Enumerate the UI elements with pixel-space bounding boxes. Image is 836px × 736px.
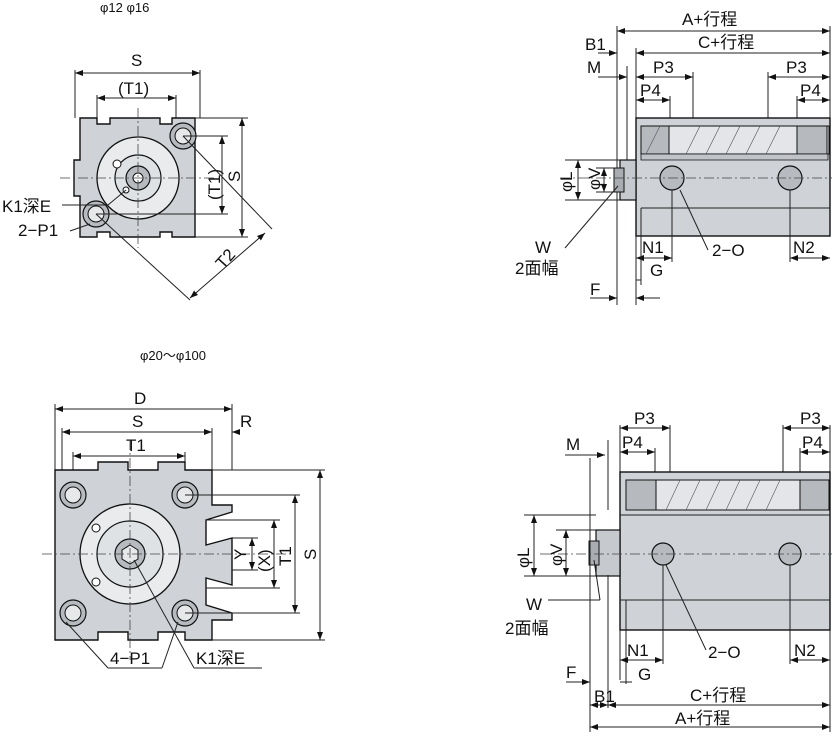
dim-V: φV [585, 167, 604, 190]
dim-F: F [566, 663, 576, 682]
label-W: W [535, 238, 551, 257]
label-K1: K1深E [2, 197, 51, 216]
dim-A: A+行程 [675, 709, 730, 728]
dim-N2: N2 [794, 641, 816, 660]
dim-T1-side: (T1) [205, 169, 224, 200]
dim-A: A+行程 [682, 10, 737, 29]
label-W-flats: 2面幅 [515, 259, 558, 278]
dim-N2: N2 [793, 238, 815, 257]
dim-F: F [590, 280, 600, 299]
dim-P4-left: P4 [622, 433, 643, 452]
dim-G: G [650, 261, 663, 280]
dim-T1-side: T1 [276, 546, 295, 566]
large-bore-title: φ20～φ100 [140, 348, 206, 363]
dim-Y: Y [231, 549, 250, 560]
dim-T2: T2 [212, 245, 239, 272]
dim-N1: N1 [642, 238, 664, 257]
small-bore-title: φ12 φ16 [100, 0, 149, 15]
dim-P3-right: P3 [786, 58, 807, 77]
dim-S-side: S [225, 171, 244, 182]
dim-R: R [240, 412, 252, 431]
label-ports: 2−O [708, 643, 741, 662]
dim-C: C+行程 [698, 33, 754, 52]
large-bore-side-view: M P3 P3 P4 P4 [505, 409, 832, 732]
dim-G: G [638, 665, 651, 684]
dim-B1: B1 [585, 35, 606, 54]
dim-M: M [566, 435, 580, 454]
dim-V: φV [547, 543, 566, 566]
dim-P4-left: P4 [640, 81, 661, 100]
dim-C: C+行程 [690, 686, 746, 705]
dim-N1: N1 [627, 641, 649, 660]
dim-S-top: S [132, 412, 143, 431]
label-ports: 2−O [712, 241, 745, 260]
dim-M: M [587, 58, 601, 77]
dim-S-top: S [131, 51, 142, 70]
small-bore-front-view: φ12 φ16 S (T1) (T1) S [2, 0, 273, 301]
dim-L: φL [557, 172, 576, 192]
small-bore-side-view: A+行程 C+行程 B1 M P3 P3 P4 P4 [515, 10, 832, 305]
label-K1: K1深E [196, 649, 245, 668]
dim-T1-top: T1 [126, 436, 146, 455]
label-P1: 4−P1 [110, 649, 150, 668]
dim-T1-top: (T1) [118, 79, 149, 98]
label-W-flats: 2面幅 [505, 619, 548, 638]
large-bore-front-view: φ20～φ100 D S R T1 [42, 348, 325, 669]
dim-L: φL [514, 548, 533, 568]
dim-D: D [134, 389, 146, 408]
dim-X: (X) [255, 549, 274, 572]
dim-P3-left: P3 [634, 409, 655, 428]
dim-B1: B1 [594, 687, 615, 706]
dim-P3-left: P3 [653, 58, 674, 77]
dim-P4-right: P4 [802, 433, 823, 452]
dim-P4-right: P4 [800, 81, 821, 100]
label-P1: 2−P1 [18, 221, 58, 240]
dim-S-side: S [301, 549, 320, 560]
dim-P3-right: P3 [800, 409, 821, 428]
label-W: W [526, 595, 542, 614]
